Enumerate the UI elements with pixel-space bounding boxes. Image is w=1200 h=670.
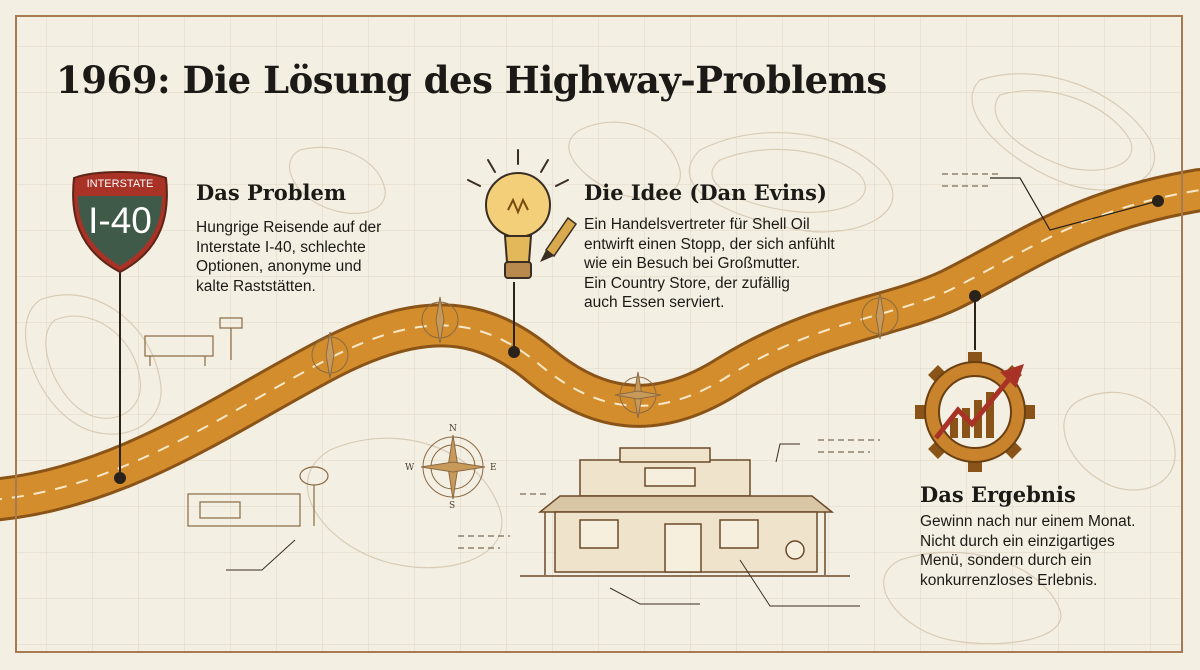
lightbulb-icon (467, 149, 569, 279)
pencil-icon (540, 216, 578, 262)
connector-lines (114, 177, 1164, 484)
gear-growth-icon (915, 352, 1035, 472)
idea-line: entwirft einen Stopp, der sich anfühlt (584, 235, 835, 253)
result-text: Gewinn nach nur einem Monat. Nicht durch… (920, 512, 1135, 590)
compass-south-label: S (449, 501, 456, 511)
page-title: 1969: Die Lösung des Highway-Problems (56, 58, 887, 102)
problem-line: Optionen, anonyme und (196, 258, 362, 275)
problem-text: Hungrige Reisende auf der Interstate I-4… (196, 218, 381, 296)
page-frame (15, 15, 1183, 653)
problem-heading: Das Problem (196, 180, 347, 205)
idea-heading: Die Idee (Dan Evins) (584, 180, 827, 205)
compass-rose-icon (311, 292, 899, 500)
result-line: Menü, sondern durch ein (920, 552, 1092, 569)
compass-west-label: W (405, 463, 415, 473)
interstate-sign-top-label: INTERSTATE (86, 178, 154, 190)
compass-north-label: N (449, 424, 457, 434)
idea-text: Ein Handelsvertreter für Shell Oil entwi… (584, 215, 835, 313)
idea-line: auch Essen serviert. (584, 294, 725, 311)
idea-line: Ein Country Store, der zufällig (584, 274, 790, 292)
result-heading: Das Ergebnis (920, 482, 1076, 507)
gas-station-icon (144, 317, 329, 527)
compass-east-label: E (490, 463, 497, 473)
result-line: Gewinn nach nur einem Monat. (920, 513, 1136, 530)
result-line: konkurrenzloses Erlebnis. (920, 571, 1098, 589)
annotation-dashes (458, 173, 1000, 549)
result-line: Nicht durch ein einzigartiges (920, 532, 1115, 550)
interstate-sign-number: I-40 (88, 200, 152, 241)
idea-line: Ein Handelsvertreter für Shell Oil (584, 216, 810, 233)
interstate-sign-icon (72, 171, 168, 274)
highway-road (0, 168, 1200, 522)
annotation-pointers (226, 443, 860, 607)
idea-line: wie ein Besuch bei Großmutter. (584, 255, 801, 272)
problem-line: kalte Raststätten. (196, 277, 316, 295)
problem-line: Interstate I-40, schlechte (196, 238, 366, 256)
problem-line: Hungrige Reisende auf der (196, 219, 382, 236)
country-store-icon (520, 447, 850, 577)
